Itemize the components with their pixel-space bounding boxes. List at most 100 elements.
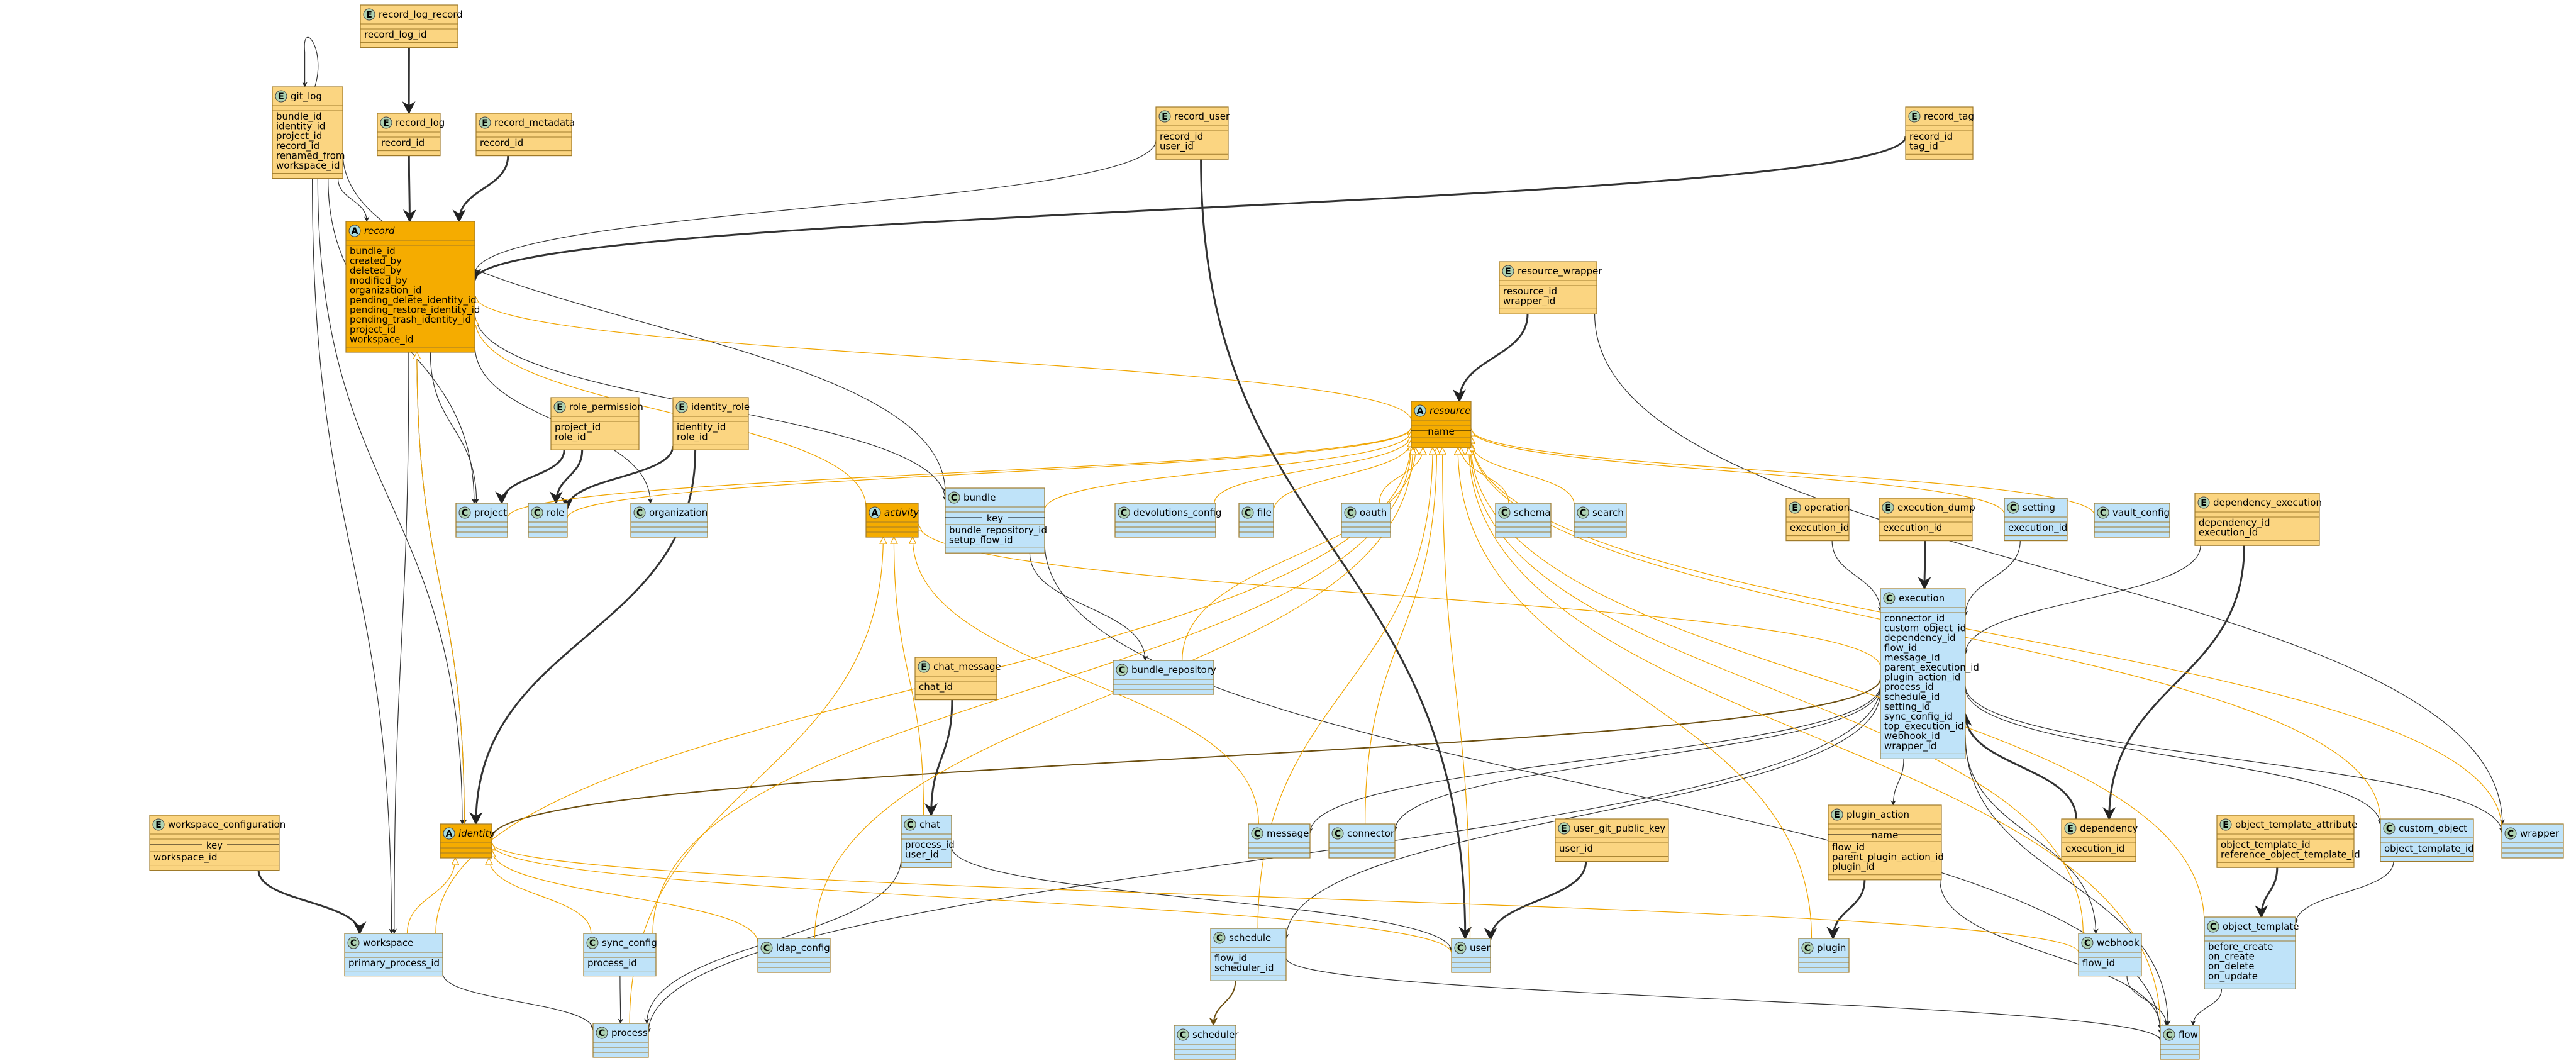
stereotype-icon	[948, 491, 960, 504]
field-scheduler-id: scheduler_id	[1214, 962, 1274, 974]
stereotype-icon	[443, 827, 455, 840]
entity-box	[2194, 493, 2320, 546]
stereotype-letter: E	[1792, 503, 1798, 513]
entity-title: custom_object	[2399, 823, 2467, 835]
stereotype-icon	[1801, 942, 1814, 954]
stereotype-icon	[1882, 501, 1894, 514]
entity-title: ldap_config	[776, 942, 830, 954]
field-record-id: record_id	[1909, 131, 1953, 143]
field-workspace-id: workspace_id	[276, 160, 340, 172]
entity-title: user_git_public_key	[1574, 823, 1665, 835]
relation-user-to-identity	[492, 844, 1452, 954]
stereotype-icon	[2219, 818, 2232, 831]
key-label: name	[1428, 426, 1455, 437]
relation-operation-to-execution	[1831, 540, 1884, 613]
relation-execution-to-activity	[918, 524, 1881, 668]
relation-chat-to-activity	[894, 537, 924, 816]
stereotype-icon	[1908, 110, 1921, 123]
relation-dependency-to-execution	[1958, 713, 2077, 820]
entity-box	[945, 487, 1045, 554]
entity-title: workspace	[363, 937, 413, 949]
field-dependency-id: dependency_id	[2199, 517, 2270, 529]
stereotype-icon	[633, 506, 646, 519]
entity-box	[2094, 503, 2170, 538]
relation-search-to-resource	[1471, 443, 1575, 505]
field-tag-id: tag_id	[1909, 141, 1938, 153]
entity-title: message	[1267, 828, 1309, 839]
relation-workspace-to-identity	[406, 858, 455, 934]
entity-title: chat_message	[933, 661, 1001, 673]
relation-execution-to-webhook	[1965, 737, 2099, 934]
entity-box	[2216, 815, 2355, 868]
stereotype-icon	[1251, 827, 1263, 840]
relation-chat-to-user	[951, 846, 1455, 952]
stereotype-icon	[2097, 506, 2109, 519]
stereotype-letter: C	[1886, 594, 1892, 604]
stereotype-letter: C	[951, 493, 957, 503]
field-pending-trash-identity-id: pending_trash_identity_id	[350, 314, 471, 326]
field-process-id: process_id	[1884, 681, 1934, 693]
entity-title: process	[611, 1027, 648, 1038]
stereotype-letter: A	[446, 829, 453, 839]
stereotype-icon	[2007, 501, 2019, 514]
relation-record-metadata-to-record	[452, 155, 509, 223]
entity-title: dependency_execution	[2213, 497, 2322, 509]
stereotype-letter: E	[155, 820, 162, 830]
field-workspace-id: workspace_id	[153, 852, 218, 864]
stereotype-letter: C	[534, 508, 540, 518]
entity-title: identity_role	[691, 401, 750, 413]
entity-box	[2204, 916, 2296, 990]
